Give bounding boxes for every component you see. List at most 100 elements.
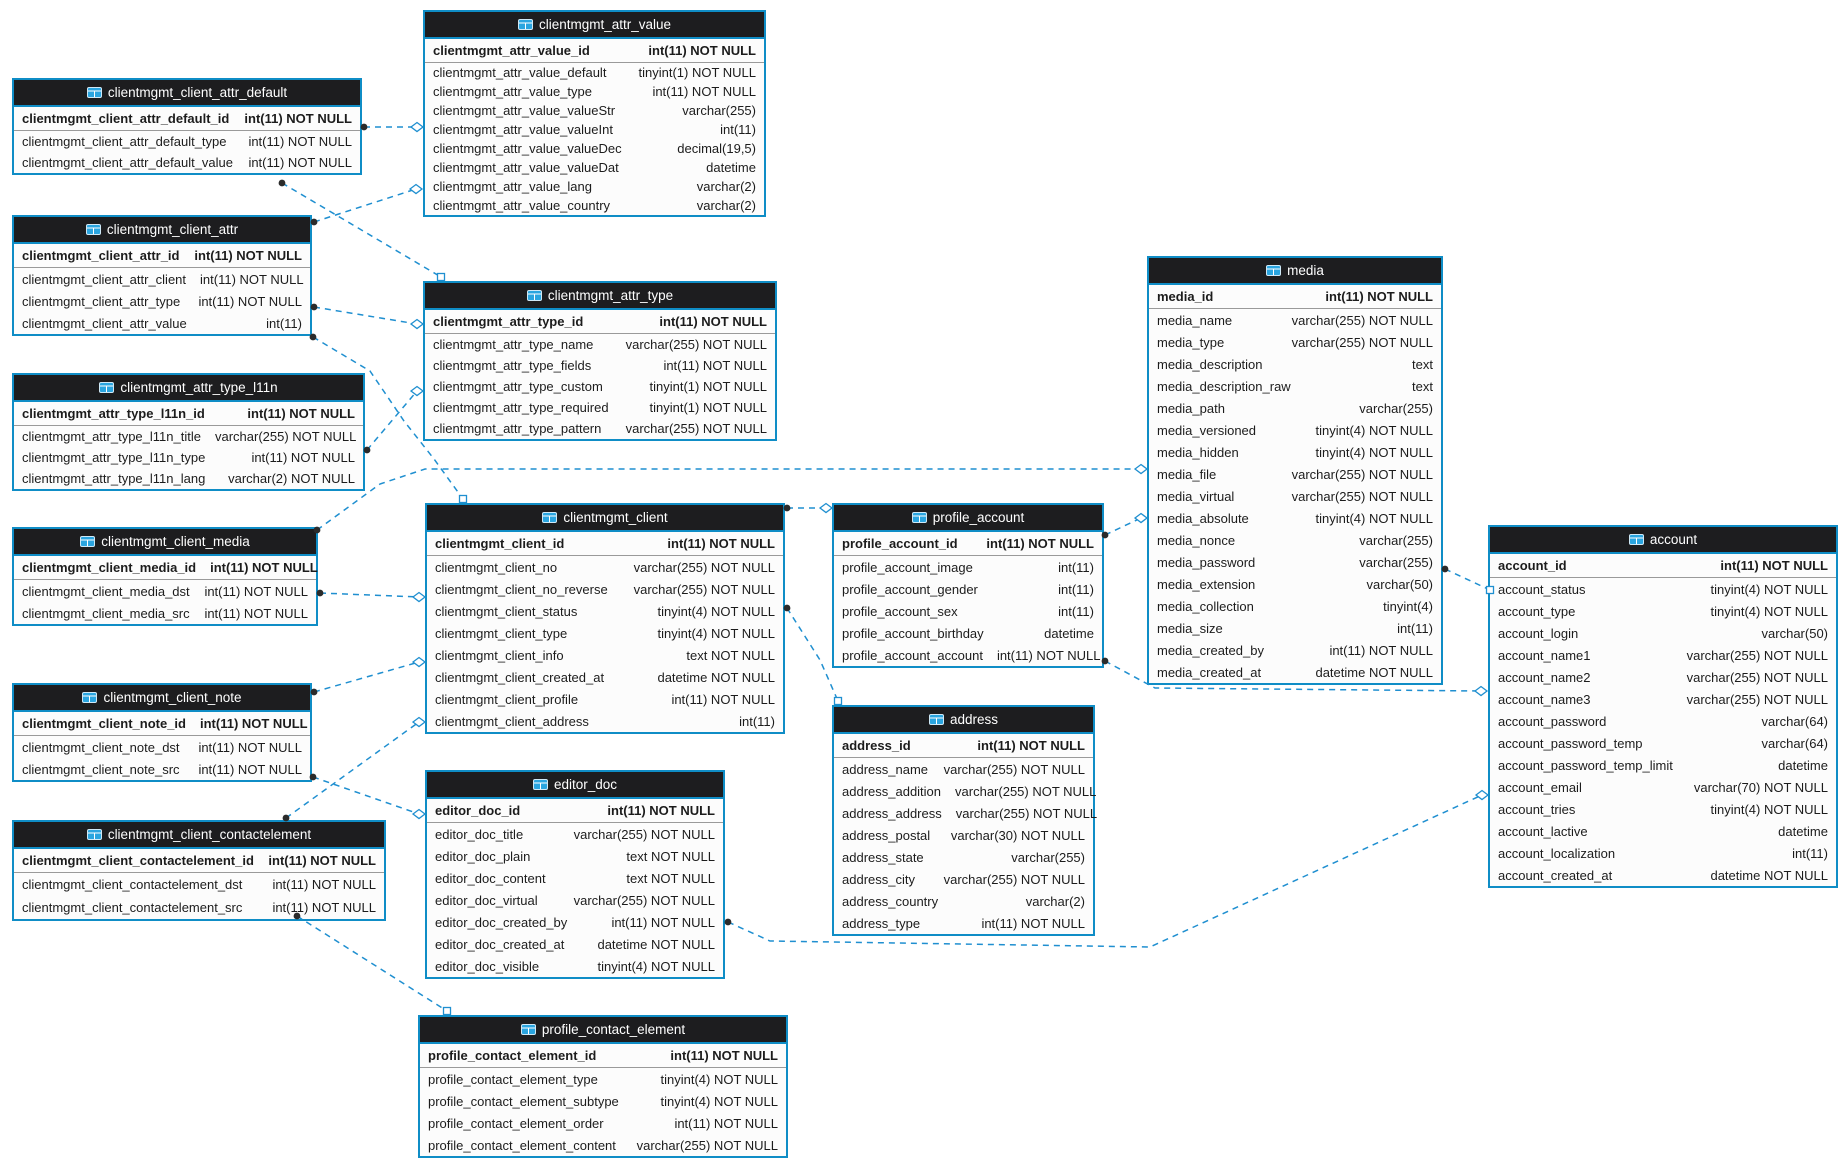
field-row: editor_doc_title varchar(255) NOT NULL	[427, 823, 723, 845]
field-name: clientmgmt_client_media_dst	[22, 583, 190, 599]
table-header[interactable]: media	[1149, 258, 1441, 285]
relationship-clientmgmt_client-to-address[interactable]	[786, 607, 839, 702]
table-profile_account[interactable]: profile_account profile_account_id int(1…	[832, 503, 1104, 668]
pk-field-type: int(11) NOT NULL	[977, 738, 1085, 753]
table-header[interactable]: clientmgmt_attr_value	[425, 12, 764, 39]
field-name: clientmgmt_client_address	[435, 713, 589, 729]
field-type: varchar(50)	[1761, 625, 1828, 641]
relationship-clientmgmt_client_note-to-clientmgmt_client[interactable]	[313, 661, 420, 693]
endpoint-square-icon	[436, 272, 446, 282]
field-type: tinyint(4) NOT NULL	[1710, 581, 1828, 597]
table-clientmgmt_client_media[interactable]: clientmgmt_client_media clientmgmt_clien…	[12, 527, 318, 626]
field-type: int(11) NOT NULL	[248, 155, 352, 170]
field-type: datetime	[1778, 757, 1828, 773]
table-account[interactable]: account account_id int(11) NOT NULL acco…	[1488, 525, 1838, 888]
field-type: varchar(255) NOT NULL	[636, 1137, 778, 1153]
field-rows: clientmgmt_client_media_dst int(11) NOT …	[14, 580, 316, 624]
table-media[interactable]: media media_id int(11) NOT NULL media_na…	[1147, 256, 1443, 685]
field-type: varchar(255)	[1359, 400, 1433, 416]
field-name: address_postal	[842, 827, 931, 843]
field-row: clientmgmt_attr_value_valueInt int(11)	[425, 120, 764, 139]
table-clientmgmt_client_attr[interactable]: clientmgmt_client_attr clientmgmt_client…	[12, 215, 312, 336]
endpoint-diamond-icon	[411, 716, 427, 728]
field-type: text NOT NULL	[686, 647, 775, 663]
field-type: varchar(255) NOT NULL	[943, 871, 1085, 887]
field-row: media_size int(11)	[1149, 617, 1441, 639]
primary-key-row: clientmgmt_client_attr_id int(11) NOT NU…	[14, 244, 310, 268]
pk-field-name: profile_account_id	[842, 536, 958, 551]
field-name: account_name1	[1498, 647, 1591, 663]
field-row: clientmgmt_client_status tinyint(4) NOT …	[427, 600, 783, 622]
relationship-clientmgmt_client_note-to-editor_doc[interactable]	[312, 776, 420, 815]
table-editor_doc[interactable]: editor_doc editor_doc_id int(11) NOT NUL…	[425, 770, 725, 979]
field-name: clientmgmt_client_note_dst	[22, 739, 180, 755]
field-type: tinyint(4) NOT NULL	[657, 625, 775, 641]
table-clientmgmt_client[interactable]: clientmgmt_client clientmgmt_client_id i…	[425, 503, 785, 734]
field-type: int(11)	[739, 713, 775, 729]
table-header[interactable]: address	[834, 707, 1093, 734]
field-type: tinyint(4)	[1383, 598, 1433, 614]
field-type: tinyint(4) NOT NULL	[1315, 510, 1433, 526]
field-name: media_virtual	[1157, 488, 1235, 504]
table-header[interactable]: clientmgmt_client_media	[14, 529, 316, 556]
field-name: clientmgmt_client_attr_default_value	[22, 155, 234, 170]
table-clientmgmt_client_attr_default[interactable]: clientmgmt_client_attr_default clientmgm…	[12, 78, 362, 175]
table-title: clientmgmt_client_contactelement	[107, 827, 312, 842]
field-row: clientmgmt_attr_value_valueDat datetime	[425, 158, 764, 177]
field-name: media_path	[1157, 400, 1225, 416]
field-name: clientmgmt_client_status	[435, 603, 578, 619]
table-header[interactable]: clientmgmt_client_attr_default	[14, 80, 360, 107]
table-header[interactable]: account	[1490, 527, 1836, 554]
table-header[interactable]: profile_contact_element	[420, 1017, 786, 1044]
relationship-clientmgmt_client_attr-to-clientmgmt_attr_type[interactable]	[313, 306, 418, 325]
field-row: account_password_temp varchar(64)	[1490, 732, 1836, 754]
table-clientmgmt_attr_type_l11n[interactable]: clientmgmt_attr_type_l11n clientmgmt_att…	[12, 373, 365, 491]
field-type: varchar(2) NOT NULL	[228, 471, 355, 486]
table-icon	[99, 382, 115, 393]
field-type: datetime NOT NULL	[1710, 867, 1828, 883]
table-title: clientmgmt_client	[563, 510, 668, 525]
table-clientmgmt_client_contactelement[interactable]: clientmgmt_client_contactelement clientm…	[12, 820, 386, 921]
field-name: account_password_temp_limit	[1498, 757, 1673, 773]
table-header[interactable]: clientmgmt_client_contactelement	[14, 822, 384, 849]
table-header[interactable]: profile_account	[834, 505, 1102, 532]
field-name: clientmgmt_client_no	[435, 559, 558, 575]
field-rows: clientmgmt_client_contactelement_dst int…	[14, 873, 384, 919]
pk-field-type: int(11) NOT NULL	[648, 43, 756, 58]
field-type: varchar(2)	[696, 198, 756, 213]
table-header[interactable]: clientmgmt_client_note	[14, 685, 310, 712]
pk-field-type: int(11) NOT NULL	[247, 406, 355, 421]
primary-key-row: clientmgmt_client_note_id int(11) NOT NU…	[14, 712, 310, 736]
table-profile_contact_element[interactable]: profile_contact_element profile_contact_…	[418, 1015, 788, 1158]
relationship-clientmgmt_client_attr-to-clientmgmt_attr_value[interactable]	[313, 188, 417, 223]
field-name: editor_doc_created_by	[435, 914, 568, 930]
table-clientmgmt_client_note[interactable]: clientmgmt_client_note clientmgmt_client…	[12, 683, 312, 782]
table-header[interactable]: clientmgmt_client_attr	[14, 217, 310, 244]
field-row: clientmgmt_attr_type_l11n_title varchar(…	[14, 426, 363, 447]
relationship-profile_account-to-media[interactable]	[1104, 517, 1142, 536]
field-name: clientmgmt_attr_type_fields	[433, 358, 592, 373]
table-header[interactable]: clientmgmt_attr_type_l11n	[14, 375, 363, 402]
field-type: varchar(255) NOT NULL	[1291, 312, 1433, 328]
table-clientmgmt_attr_type[interactable]: clientmgmt_attr_type clientmgmt_attr_typ…	[423, 281, 777, 441]
table-clientmgmt_attr_value[interactable]: clientmgmt_attr_value clientmgmt_attr_va…	[423, 10, 766, 217]
table-icon	[911, 512, 927, 523]
field-rows: clientmgmt_client_attr_client int(11) NO…	[14, 268, 310, 334]
field-row: clientmgmt_client_contactelement_dst int…	[14, 873, 384, 896]
field-type: int(11)	[1058, 559, 1094, 575]
table-header[interactable]: clientmgmt_attr_type	[425, 283, 775, 310]
field-name: clientmgmt_client_type	[435, 625, 568, 641]
table-header[interactable]: clientmgmt_client	[427, 505, 783, 532]
field-type: varchar(2)	[696, 179, 756, 194]
pk-field-name: clientmgmt_attr_type_id	[433, 314, 584, 329]
relationship-media-to-account[interactable]	[1444, 568, 1491, 591]
relationship-clientmgmt_attr_type_l11n-to-clientmgmt_attr_type[interactable]	[366, 390, 418, 451]
field-name: clientmgmt_client_attr_client	[22, 271, 187, 287]
field-row: account_password varchar(64)	[1490, 710, 1836, 732]
table-header[interactable]: editor_doc	[427, 772, 723, 799]
pk-field-name: profile_contact_element_id	[428, 1048, 597, 1063]
field-row: profile_contact_element_subtype tinyint(…	[420, 1090, 786, 1112]
relationship-clientmgmt_client_media-to-clientmgmt_client[interactable]	[319, 592, 420, 598]
table-address[interactable]: address address_id int(11) NOT NULL addr…	[832, 705, 1097, 936]
